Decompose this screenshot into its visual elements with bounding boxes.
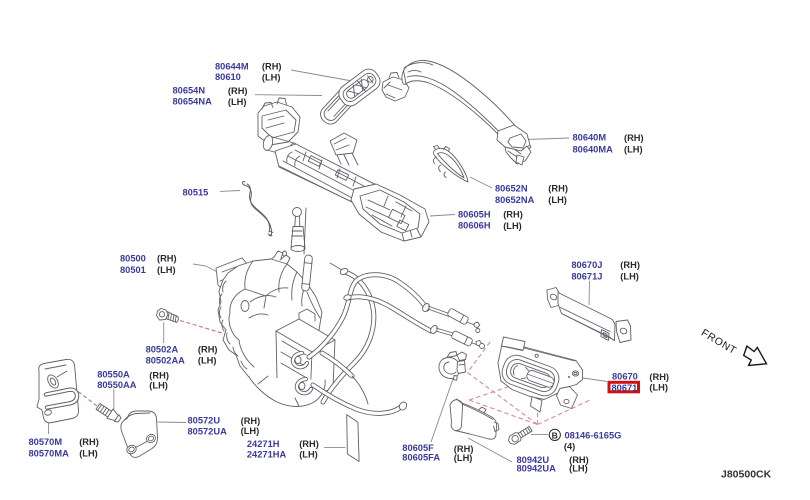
svg-text:80671: 80671 [612, 383, 638, 393]
svg-text:(RH): (RH) [262, 62, 282, 72]
svg-text:24271HA: 24271HA [247, 450, 287, 460]
svg-text:80605F: 80605F [402, 443, 434, 453]
svg-text:80572U: 80572U [188, 415, 221, 425]
svg-text:24271H: 24271H [247, 439, 280, 449]
svg-text:(LH): (LH) [299, 449, 318, 459]
svg-text:80550AA: 80550AA [97, 380, 137, 390]
svg-text:(LH): (LH) [198, 356, 217, 366]
svg-text:80500: 80500 [120, 254, 146, 264]
svg-text:(RH): (RH) [79, 437, 99, 447]
svg-text:80610: 80610 [215, 72, 241, 82]
svg-text:(RH): (RH) [157, 254, 177, 264]
svg-text:80572UA: 80572UA [188, 427, 228, 437]
svg-text:(LH): (LH) [262, 72, 281, 82]
svg-text:(LH): (LH) [548, 195, 567, 205]
svg-text:80640MA: 80640MA [573, 144, 614, 154]
svg-text:80671J: 80671J [571, 272, 602, 282]
svg-text:(RH): (RH) [149, 371, 169, 381]
svg-text:(RH): (RH) [569, 455, 589, 465]
svg-text:80640M: 80640M [573, 133, 607, 143]
svg-text:(RH): (RH) [548, 183, 568, 193]
svg-text:80644M: 80644M [215, 61, 249, 71]
svg-text:80502A: 80502A [146, 345, 179, 355]
svg-text:80502AA: 80502AA [146, 356, 186, 366]
svg-text:(LH): (LH) [649, 383, 668, 393]
svg-text:(LH): (LH) [241, 426, 260, 436]
svg-text:80501: 80501 [120, 265, 146, 275]
svg-text:80515: 80515 [183, 187, 209, 197]
svg-text:80570MA: 80570MA [29, 449, 70, 459]
svg-text:(LH): (LH) [79, 449, 98, 459]
svg-text:80942UA: 80942UA [517, 464, 557, 474]
svg-text:B: B [552, 430, 558, 440]
svg-text:(RH): (RH) [649, 372, 669, 382]
svg-text:(RH): (RH) [241, 416, 261, 426]
svg-text:(RH): (RH) [299, 439, 319, 449]
svg-text:80606H: 80606H [458, 221, 491, 231]
svg-text:(RH): (RH) [198, 345, 218, 355]
svg-text:(4): (4) [564, 441, 575, 451]
svg-text:(LH): (LH) [454, 453, 473, 463]
svg-text:(RH): (RH) [454, 444, 474, 454]
svg-text:80605H: 80605H [458, 210, 491, 220]
svg-text:80670: 80670 [612, 372, 638, 382]
svg-text:(LH): (LH) [624, 144, 643, 154]
svg-text:(LH): (LH) [503, 221, 522, 231]
svg-text:80942U: 80942U [517, 455, 550, 465]
svg-text:80652NA: 80652NA [495, 195, 535, 205]
svg-text:(RH): (RH) [228, 86, 248, 96]
svg-text:(LH): (LH) [569, 464, 588, 474]
svg-text:80670J: 80670J [571, 260, 602, 270]
svg-text:(LH): (LH) [228, 97, 247, 107]
svg-text:80550A: 80550A [97, 370, 130, 380]
svg-text:(LH): (LH) [620, 272, 639, 282]
svg-text:80605FA: 80605FA [402, 453, 440, 463]
svg-text:J80500CK: J80500CK [721, 469, 772, 481]
svg-text:80652N: 80652N [495, 183, 528, 193]
svg-text:(LH): (LH) [157, 265, 176, 275]
svg-text:80570M: 80570M [29, 437, 63, 447]
svg-text:(RH): (RH) [624, 133, 644, 143]
svg-text:80654N: 80654N [173, 85, 206, 95]
svg-text:(RH): (RH) [620, 260, 640, 270]
svg-text:08146-6165G: 08146-6165G [565, 431, 622, 441]
svg-text:80654NA: 80654NA [173, 97, 213, 107]
svg-text:(LH): (LH) [149, 381, 168, 391]
svg-text:(RH): (RH) [503, 210, 523, 220]
